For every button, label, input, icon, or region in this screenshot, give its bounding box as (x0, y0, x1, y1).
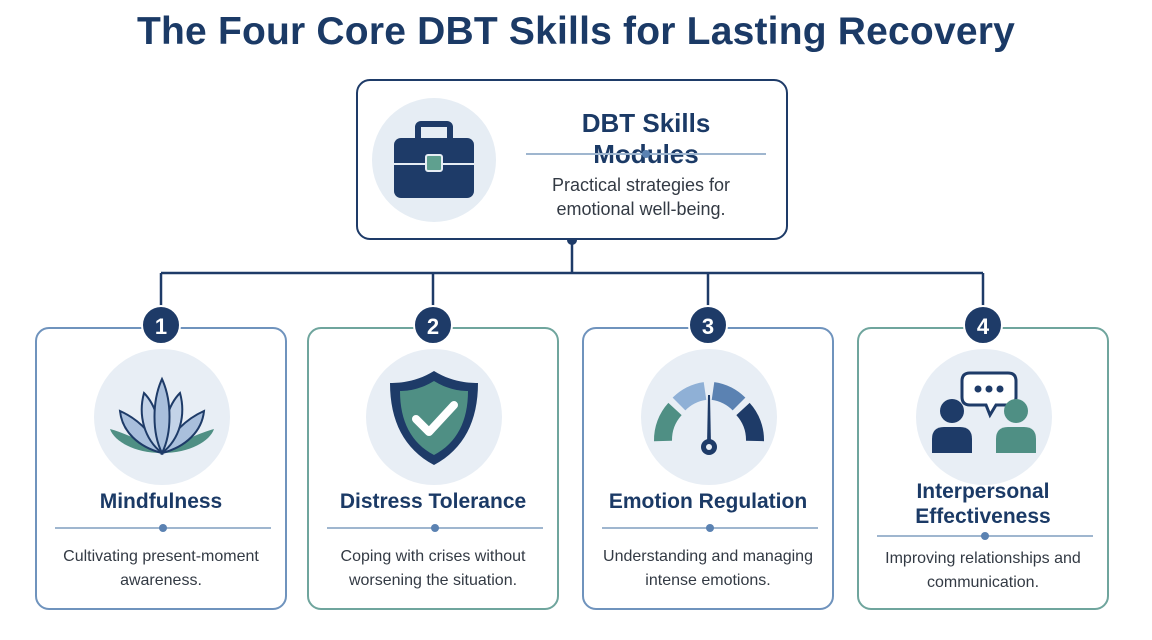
module-number-badge: 4 (963, 305, 1003, 345)
module-icon-circle (641, 349, 777, 485)
module-card-interpersonal-effectiveness: Interpersonal Effectiveness Improving re… (857, 327, 1109, 610)
page-title: The Four Core DBT Skills for Lasting Rec… (136, 10, 1015, 53)
module-description: Cultivating present-moment awareness. (63, 548, 259, 589)
root-title: DBT Skills Modules (581, 108, 711, 169)
shield-check-icon (390, 371, 478, 465)
root-description: Practical strategies for emotional well-… (551, 175, 731, 219)
module-description: Coping with crises without worsening the… (340, 548, 526, 589)
module-icon-circle (366, 349, 502, 485)
root-icon-circle (372, 98, 496, 222)
module-description: Understanding and managing intense emoti… (603, 548, 813, 589)
module-icon-circle (94, 349, 230, 485)
module-divider (55, 524, 271, 532)
module-title: Mindfulness (99, 490, 223, 513)
module-description: Improving relationships and communicatio… (885, 550, 1081, 591)
toolbox-icon (394, 121, 474, 198)
module-icon-circle (916, 349, 1052, 485)
module-card-mindfulness: Mindfulness Cultivating present-moment a… (35, 327, 287, 610)
module-card-distress-tolerance: Distress Tolerance Coping with crises wi… (307, 327, 559, 610)
root-divider (526, 150, 766, 158)
module-number-badge: 1 (141, 305, 181, 345)
module-title: Distress Tolerance (339, 490, 527, 513)
conversation-icon (932, 371, 1036, 453)
module-divider (877, 532, 1093, 540)
module-number-badge: 2 (413, 305, 453, 345)
gauge-icon (654, 382, 764, 455)
module-title: Emotion Regulation (608, 490, 808, 513)
module-number-badge: 3 (688, 305, 728, 345)
module-divider (327, 524, 543, 532)
module-title: Interpersonal Effectiveness (915, 480, 1051, 528)
module-card-emotion-regulation: Emotion Regulation Understanding and man… (582, 327, 834, 610)
module-divider (602, 524, 818, 532)
lotus-icon (110, 376, 214, 456)
root-card: DBT Skills Modules Practical strategies … (356, 79, 788, 240)
